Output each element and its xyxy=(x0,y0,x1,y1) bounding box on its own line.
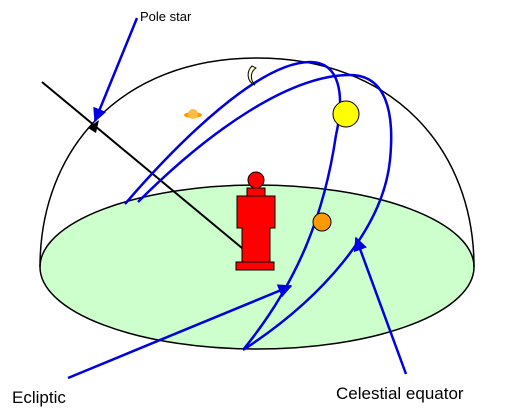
observer-figure xyxy=(235,171,276,271)
celestial-equator-label: Celestial equator xyxy=(336,384,464,403)
pole-star-label: Pole star xyxy=(140,9,192,24)
celestial-axis-line xyxy=(41,81,249,254)
pole-star-arrow xyxy=(93,17,139,123)
ecliptic-arc xyxy=(137,73,393,352)
moon-crescent xyxy=(247,65,257,86)
ecliptic-label: Ecliptic xyxy=(12,388,66,407)
celestial-equator-arc xyxy=(242,134,338,351)
orange-planet xyxy=(312,212,332,232)
celestial-equator-arrow xyxy=(353,236,408,375)
pole-point-marker xyxy=(88,120,99,133)
ecliptic-arrow xyxy=(67,284,293,380)
sun xyxy=(332,100,360,128)
upper-sky-arc xyxy=(124,60,342,205)
sky-dome xyxy=(39,57,475,268)
ringed-planet-body xyxy=(188,109,198,119)
